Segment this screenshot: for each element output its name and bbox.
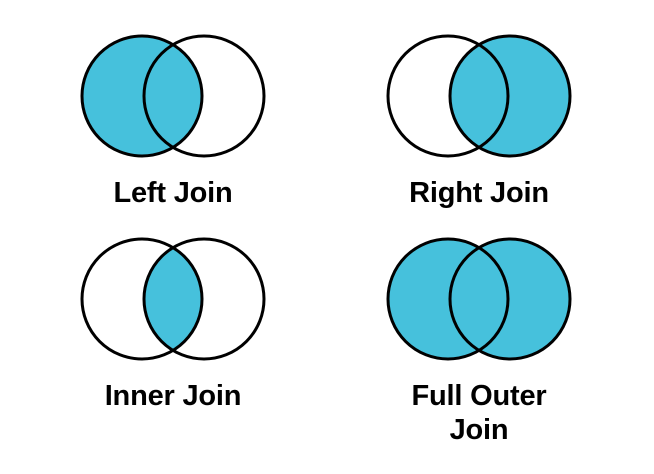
venn-cell-right-join: Right Join — [314, 30, 644, 210]
inner-join-left-circle-outline — [80, 237, 204, 361]
left-join-overlap-region — [144, 36, 202, 156]
right-join-left-circle-outline — [386, 34, 510, 158]
left-join-label: Left Join — [113, 177, 233, 209]
venn-cell-left-join: Left Join — [8, 30, 338, 210]
right-join-right-circle-outline — [448, 34, 572, 158]
left-join-left-circle-outline — [80, 34, 204, 158]
inner-join-venn-figure — [80, 237, 266, 361]
venn-cell-full-outer-join: Full Outer Join — [314, 233, 644, 447]
inner-join-overlap-region — [144, 239, 202, 359]
full-outer-join-right-circle-outline — [448, 237, 572, 361]
full-outer-join-left-circle-outline — [386, 237, 510, 361]
full-outer-join-right-circle-fill — [450, 239, 570, 359]
right-join-label: Right Join — [409, 177, 549, 209]
venn-cell-inner-join: Inner Join — [8, 233, 338, 413]
left-join-right-circle-outline — [142, 34, 266, 158]
inner-join-right-circle-outline — [142, 237, 266, 361]
full-outer-join-label: Full Outer Join — [411, 380, 547, 447]
right-join-venn-figure — [386, 34, 572, 158]
left-join-venn-figure — [80, 34, 266, 158]
full-outer-join-venn-figure — [386, 237, 572, 361]
inner-join-label: Inner Join — [104, 380, 242, 412]
right-join-overlap-region — [450, 36, 508, 156]
